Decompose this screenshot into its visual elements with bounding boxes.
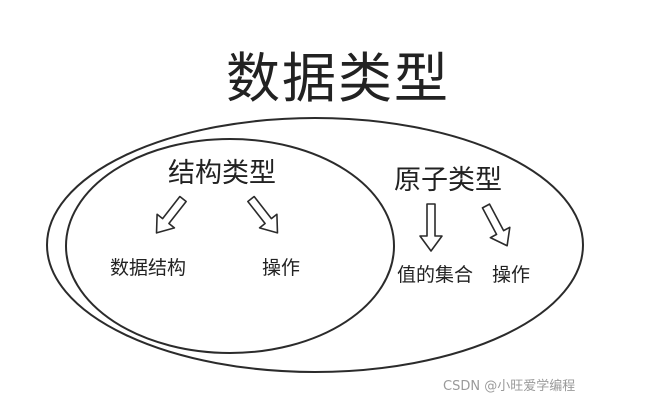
- atomic-type-label: 原子类型: [394, 165, 502, 196]
- diagram-title: 数据类型: [226, 47, 450, 110]
- arrow-atomic-to-operation: [481, 203, 511, 247]
- structure-operation-label: 操作: [262, 257, 301, 279]
- arrow-structure-to-operation: [247, 195, 279, 234]
- inner-ellipse: [65, 138, 395, 354]
- data-structure-label: 数据结构: [110, 257, 187, 279]
- value-set-label: 值的集合: [397, 264, 474, 286]
- structure-type-label: 结构类型: [168, 158, 276, 189]
- atomic-operation-label: 操作: [492, 264, 531, 286]
- outer-ellipse: [46, 117, 584, 373]
- arrow-atomic-to-value-set: [419, 203, 443, 252]
- watermark-text: CSDN @小旺爱学编程: [443, 379, 576, 394]
- arrow-structure-to-data-structure: [155, 195, 187, 234]
